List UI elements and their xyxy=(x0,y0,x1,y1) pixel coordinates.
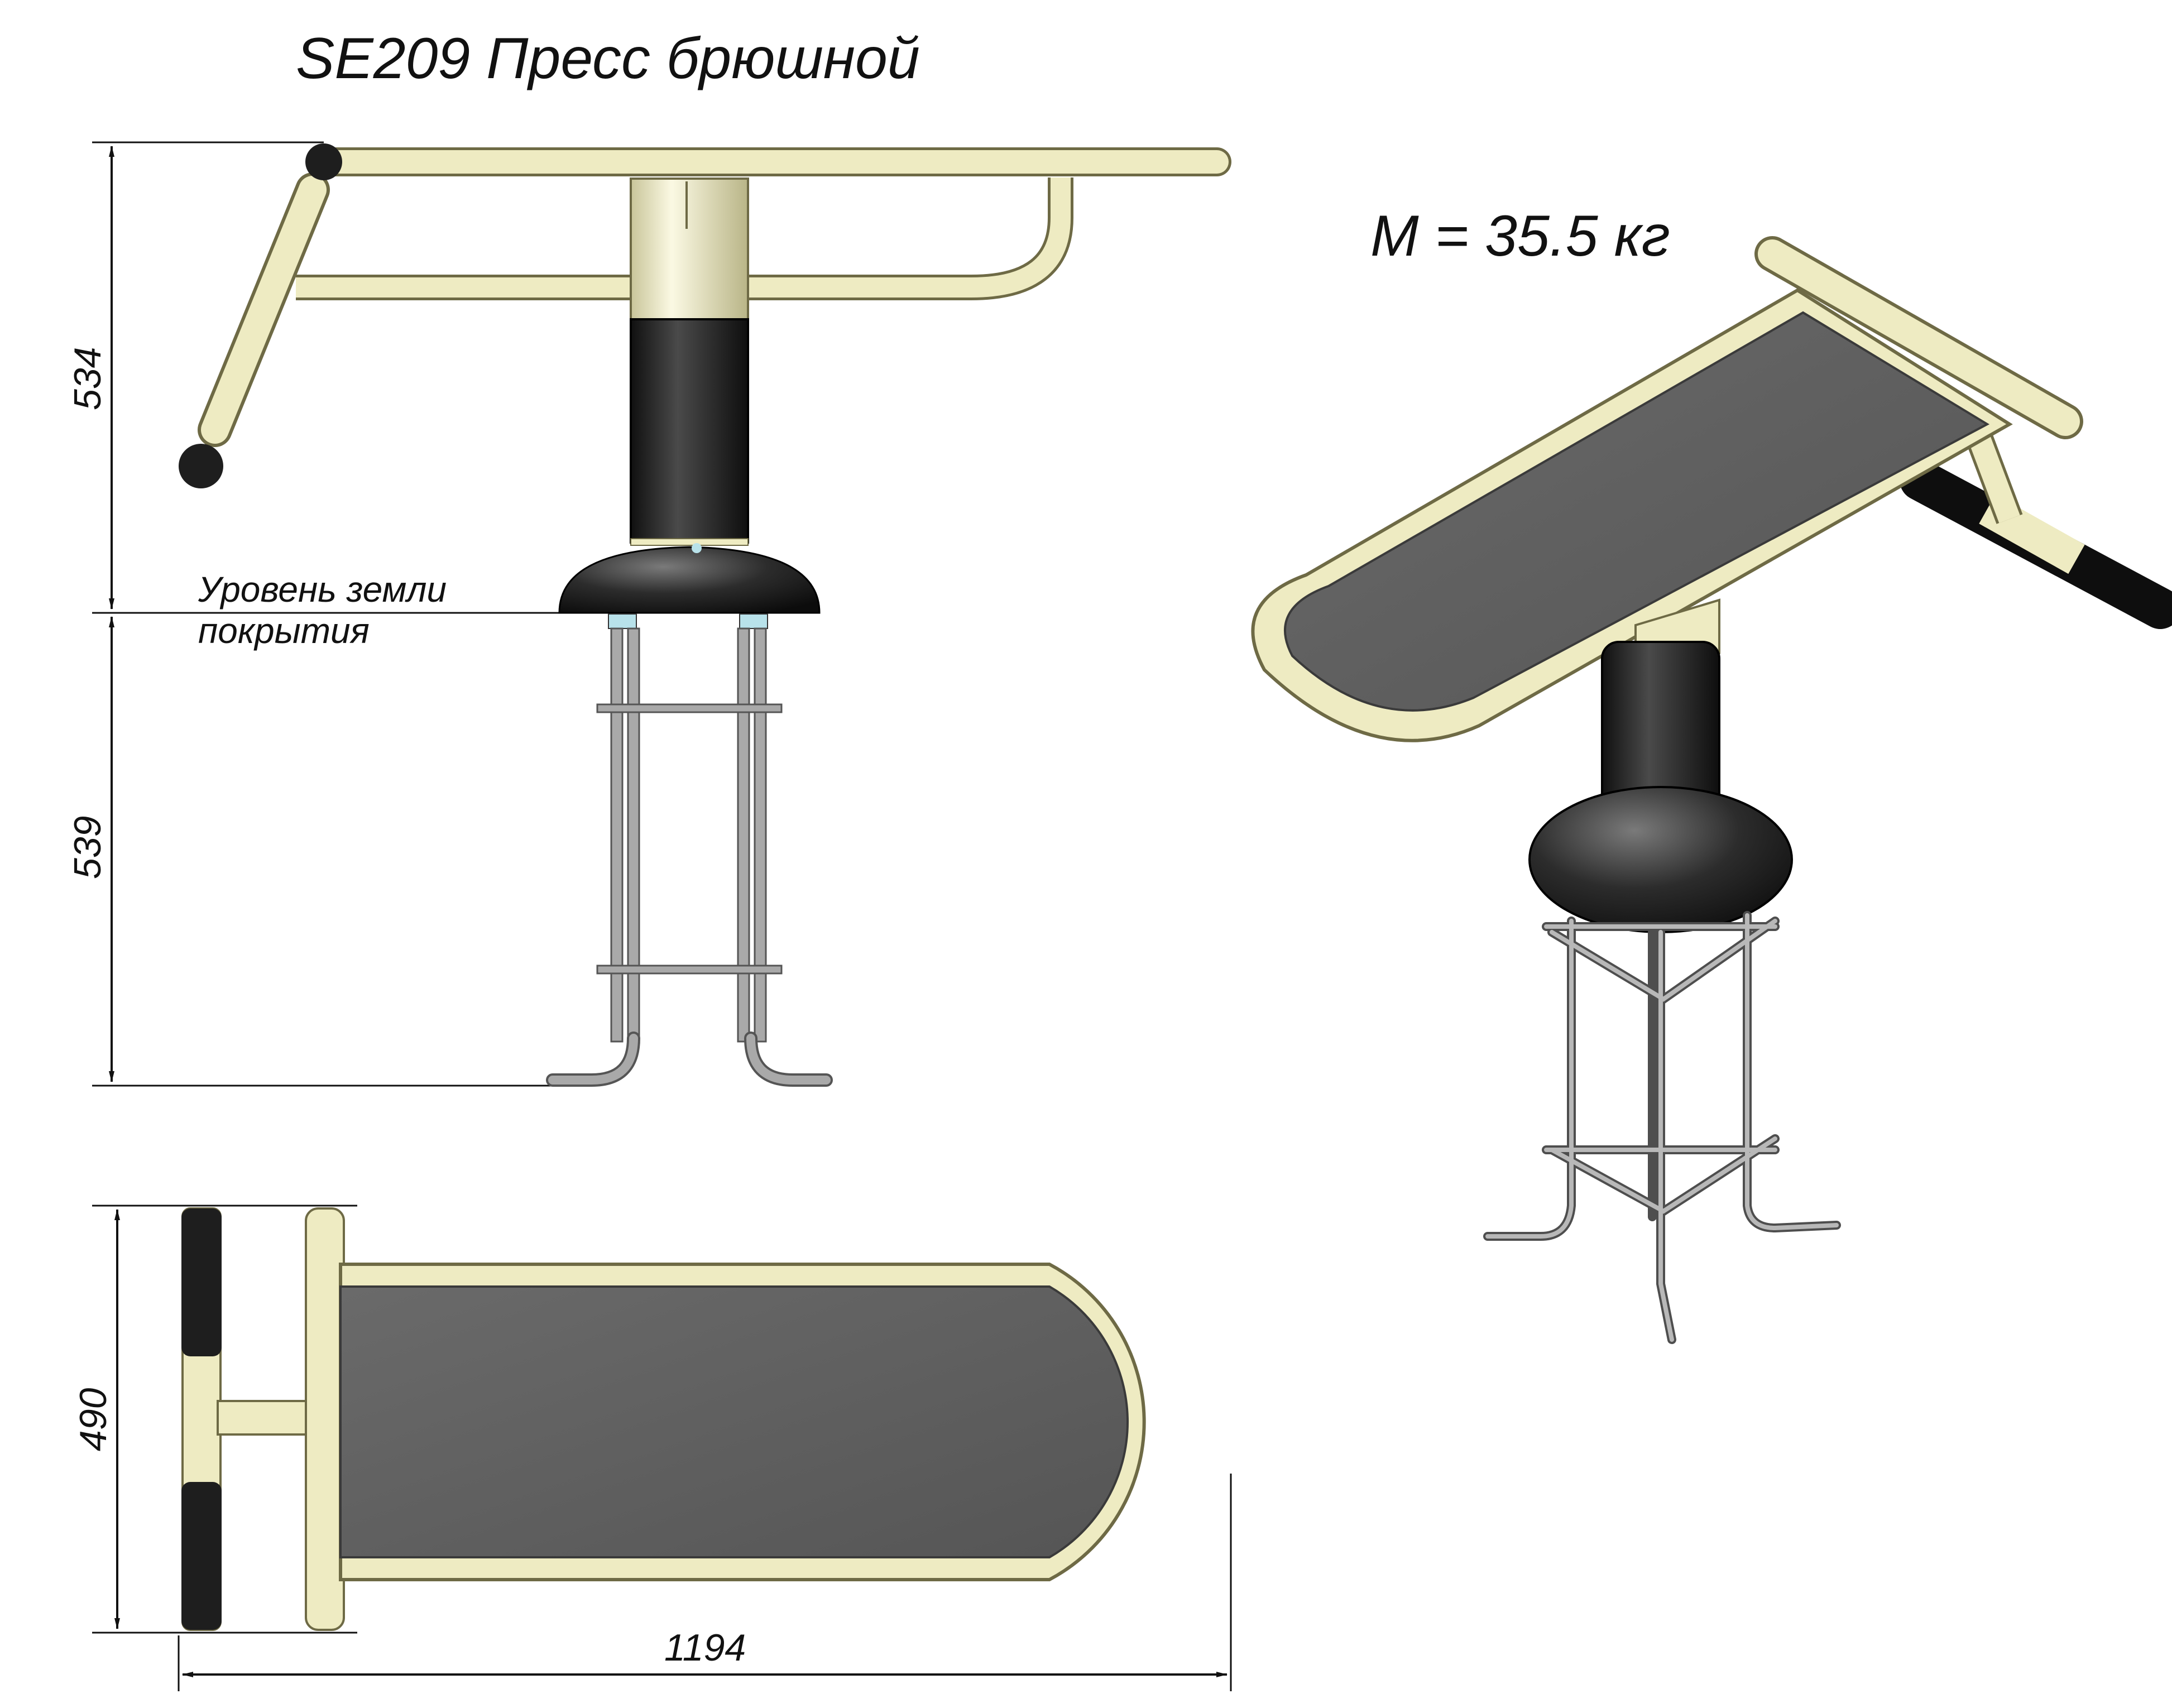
drawing-title: SE209 Пресс брюшной xyxy=(296,26,920,91)
bench-pad-iso xyxy=(1283,311,1990,712)
dimension-depth-label: 539 xyxy=(66,816,109,879)
base-dome-iso xyxy=(1528,786,1793,933)
anchor-frame-side xyxy=(596,627,783,1043)
dimension-height: 534 xyxy=(66,141,564,614)
dimension-length-label: 1194 xyxy=(664,1627,746,1669)
dimension-length: 1194 xyxy=(178,1474,1232,1691)
ground-level-label-2: покрытия xyxy=(198,611,370,651)
grip-top xyxy=(181,1208,222,1356)
post-black xyxy=(630,318,749,544)
dimension-height-label: 534 xyxy=(66,347,109,410)
end-cap-bottom xyxy=(179,444,223,488)
mass-label: M = 35.5 кг xyxy=(1370,204,1670,268)
bench-pad-top xyxy=(339,1285,1129,1558)
post-upper xyxy=(630,177,749,322)
dimension-width: 490 xyxy=(72,1205,357,1634)
side-view: 534 539 Уровень земли покрытия xyxy=(66,141,1231,1087)
ground-level-label: Уровень земли xyxy=(198,569,447,610)
dimension-width-label: 490 xyxy=(72,1388,114,1451)
end-cap-top xyxy=(305,143,342,180)
base-dome xyxy=(558,546,821,614)
grip-bottom xyxy=(181,1482,222,1630)
isometric-view xyxy=(1251,236,2172,1344)
dimension-depth: 539 xyxy=(66,616,558,1087)
top-view: 490 1194 xyxy=(72,1205,1232,1691)
